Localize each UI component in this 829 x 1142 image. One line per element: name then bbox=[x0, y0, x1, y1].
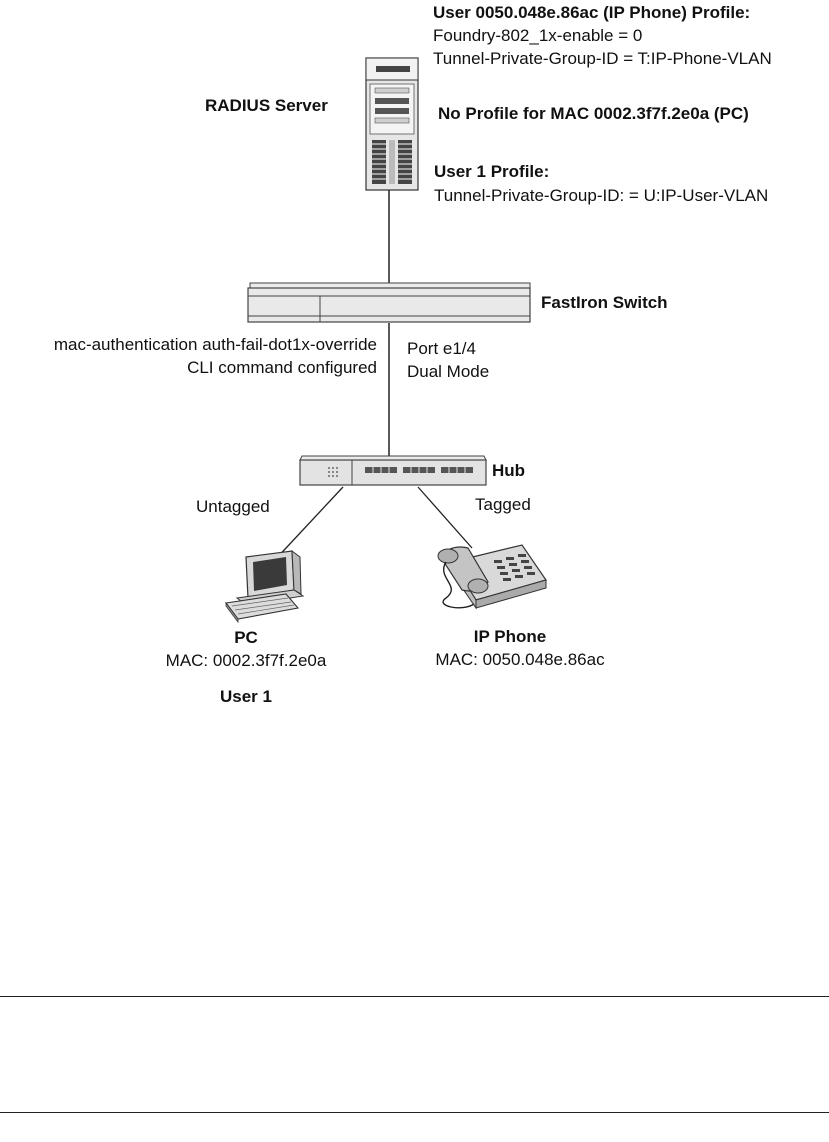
ip-phone-icon bbox=[437, 544, 547, 610]
radius-server-icon bbox=[365, 57, 419, 191]
phone-profile-line2: Tunnel-Private-Group-ID = T:IP-Phone-VLA… bbox=[433, 49, 772, 68]
radius-server-label: RADIUS Server bbox=[205, 96, 328, 115]
page-rule-bottom bbox=[0, 1112, 829, 1113]
fastiron-switch-label: FastIron Switch bbox=[541, 293, 668, 312]
untagged-label: Untagged bbox=[196, 497, 270, 516]
pc-user-label: User 1 bbox=[220, 687, 272, 706]
port-label-line2: Dual Mode bbox=[407, 362, 490, 381]
hub-label: Hub bbox=[492, 461, 526, 480]
no-profile-note: No Profile for MAC 0002.3f7f.2e0a (PC) bbox=[438, 104, 749, 123]
user-profile-heading: User 1 Profile: bbox=[434, 162, 550, 181]
hub-pc-link bbox=[272, 486, 344, 563]
ip-phone-label: IP Phone bbox=[473, 627, 547, 646]
phone-profile-line1: Foundry-802_1x-enable = 0 bbox=[433, 26, 643, 45]
hub-icon bbox=[299, 455, 487, 486]
page-rule-top bbox=[0, 996, 829, 997]
hub-phone-link bbox=[417, 486, 473, 549]
pc-label: PC bbox=[234, 628, 258, 647]
cli-command-line2: CLI command configured bbox=[187, 358, 377, 377]
ip-phone-mac-label: MAC: 0050.048e.86ac bbox=[435, 650, 605, 669]
pc-icon bbox=[225, 549, 305, 624]
phone-profile-heading: User 0050.048e.86ac (IP Phone) Profile: bbox=[433, 3, 751, 22]
port-label-line1: Port e1/4 bbox=[407, 339, 476, 358]
user-profile-line1: Tunnel-Private-Group-ID: = U:IP-User-VLA… bbox=[434, 186, 769, 205]
pc-mac-label: MAC: 0002.3f7f.2e0a bbox=[165, 651, 327, 670]
tagged-label: Tagged bbox=[475, 495, 531, 514]
cli-command-line1: mac-authentication auth-fail-dot1x-overr… bbox=[53, 335, 377, 354]
fastiron-switch-icon bbox=[247, 282, 531, 323]
